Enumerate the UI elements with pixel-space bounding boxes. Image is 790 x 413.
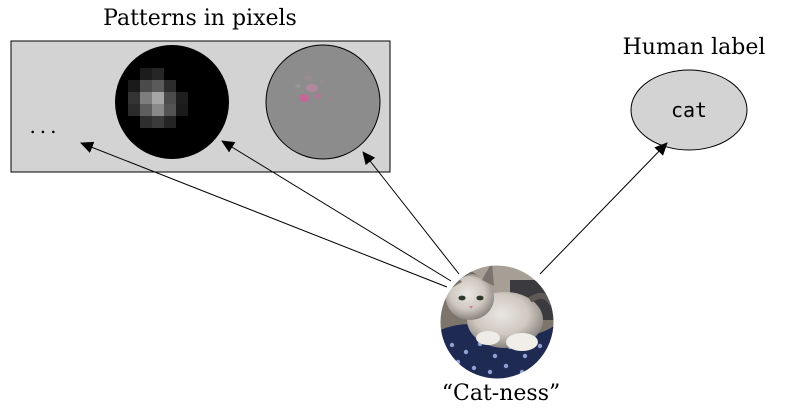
dark-pattern-image xyxy=(115,45,229,159)
arrow-to-human-label xyxy=(539,142,668,275)
cat-photo xyxy=(439,264,555,380)
patterns-ellipsis: ... xyxy=(29,114,60,138)
human-label-node xyxy=(630,69,748,151)
human-label-value: cat xyxy=(671,98,707,122)
gray-pattern-image xyxy=(265,44,381,160)
arrows xyxy=(80,140,668,288)
arrow-to-gray-pattern xyxy=(362,151,460,275)
arrow-to-ellipsis xyxy=(80,141,448,288)
arrow-to-dark-pattern xyxy=(221,140,452,282)
human-label-title: Human label xyxy=(623,35,766,60)
cat-ness-caption: “Cat-ness” xyxy=(442,381,561,406)
patterns-panel-title: Patterns in pixels xyxy=(103,6,297,31)
